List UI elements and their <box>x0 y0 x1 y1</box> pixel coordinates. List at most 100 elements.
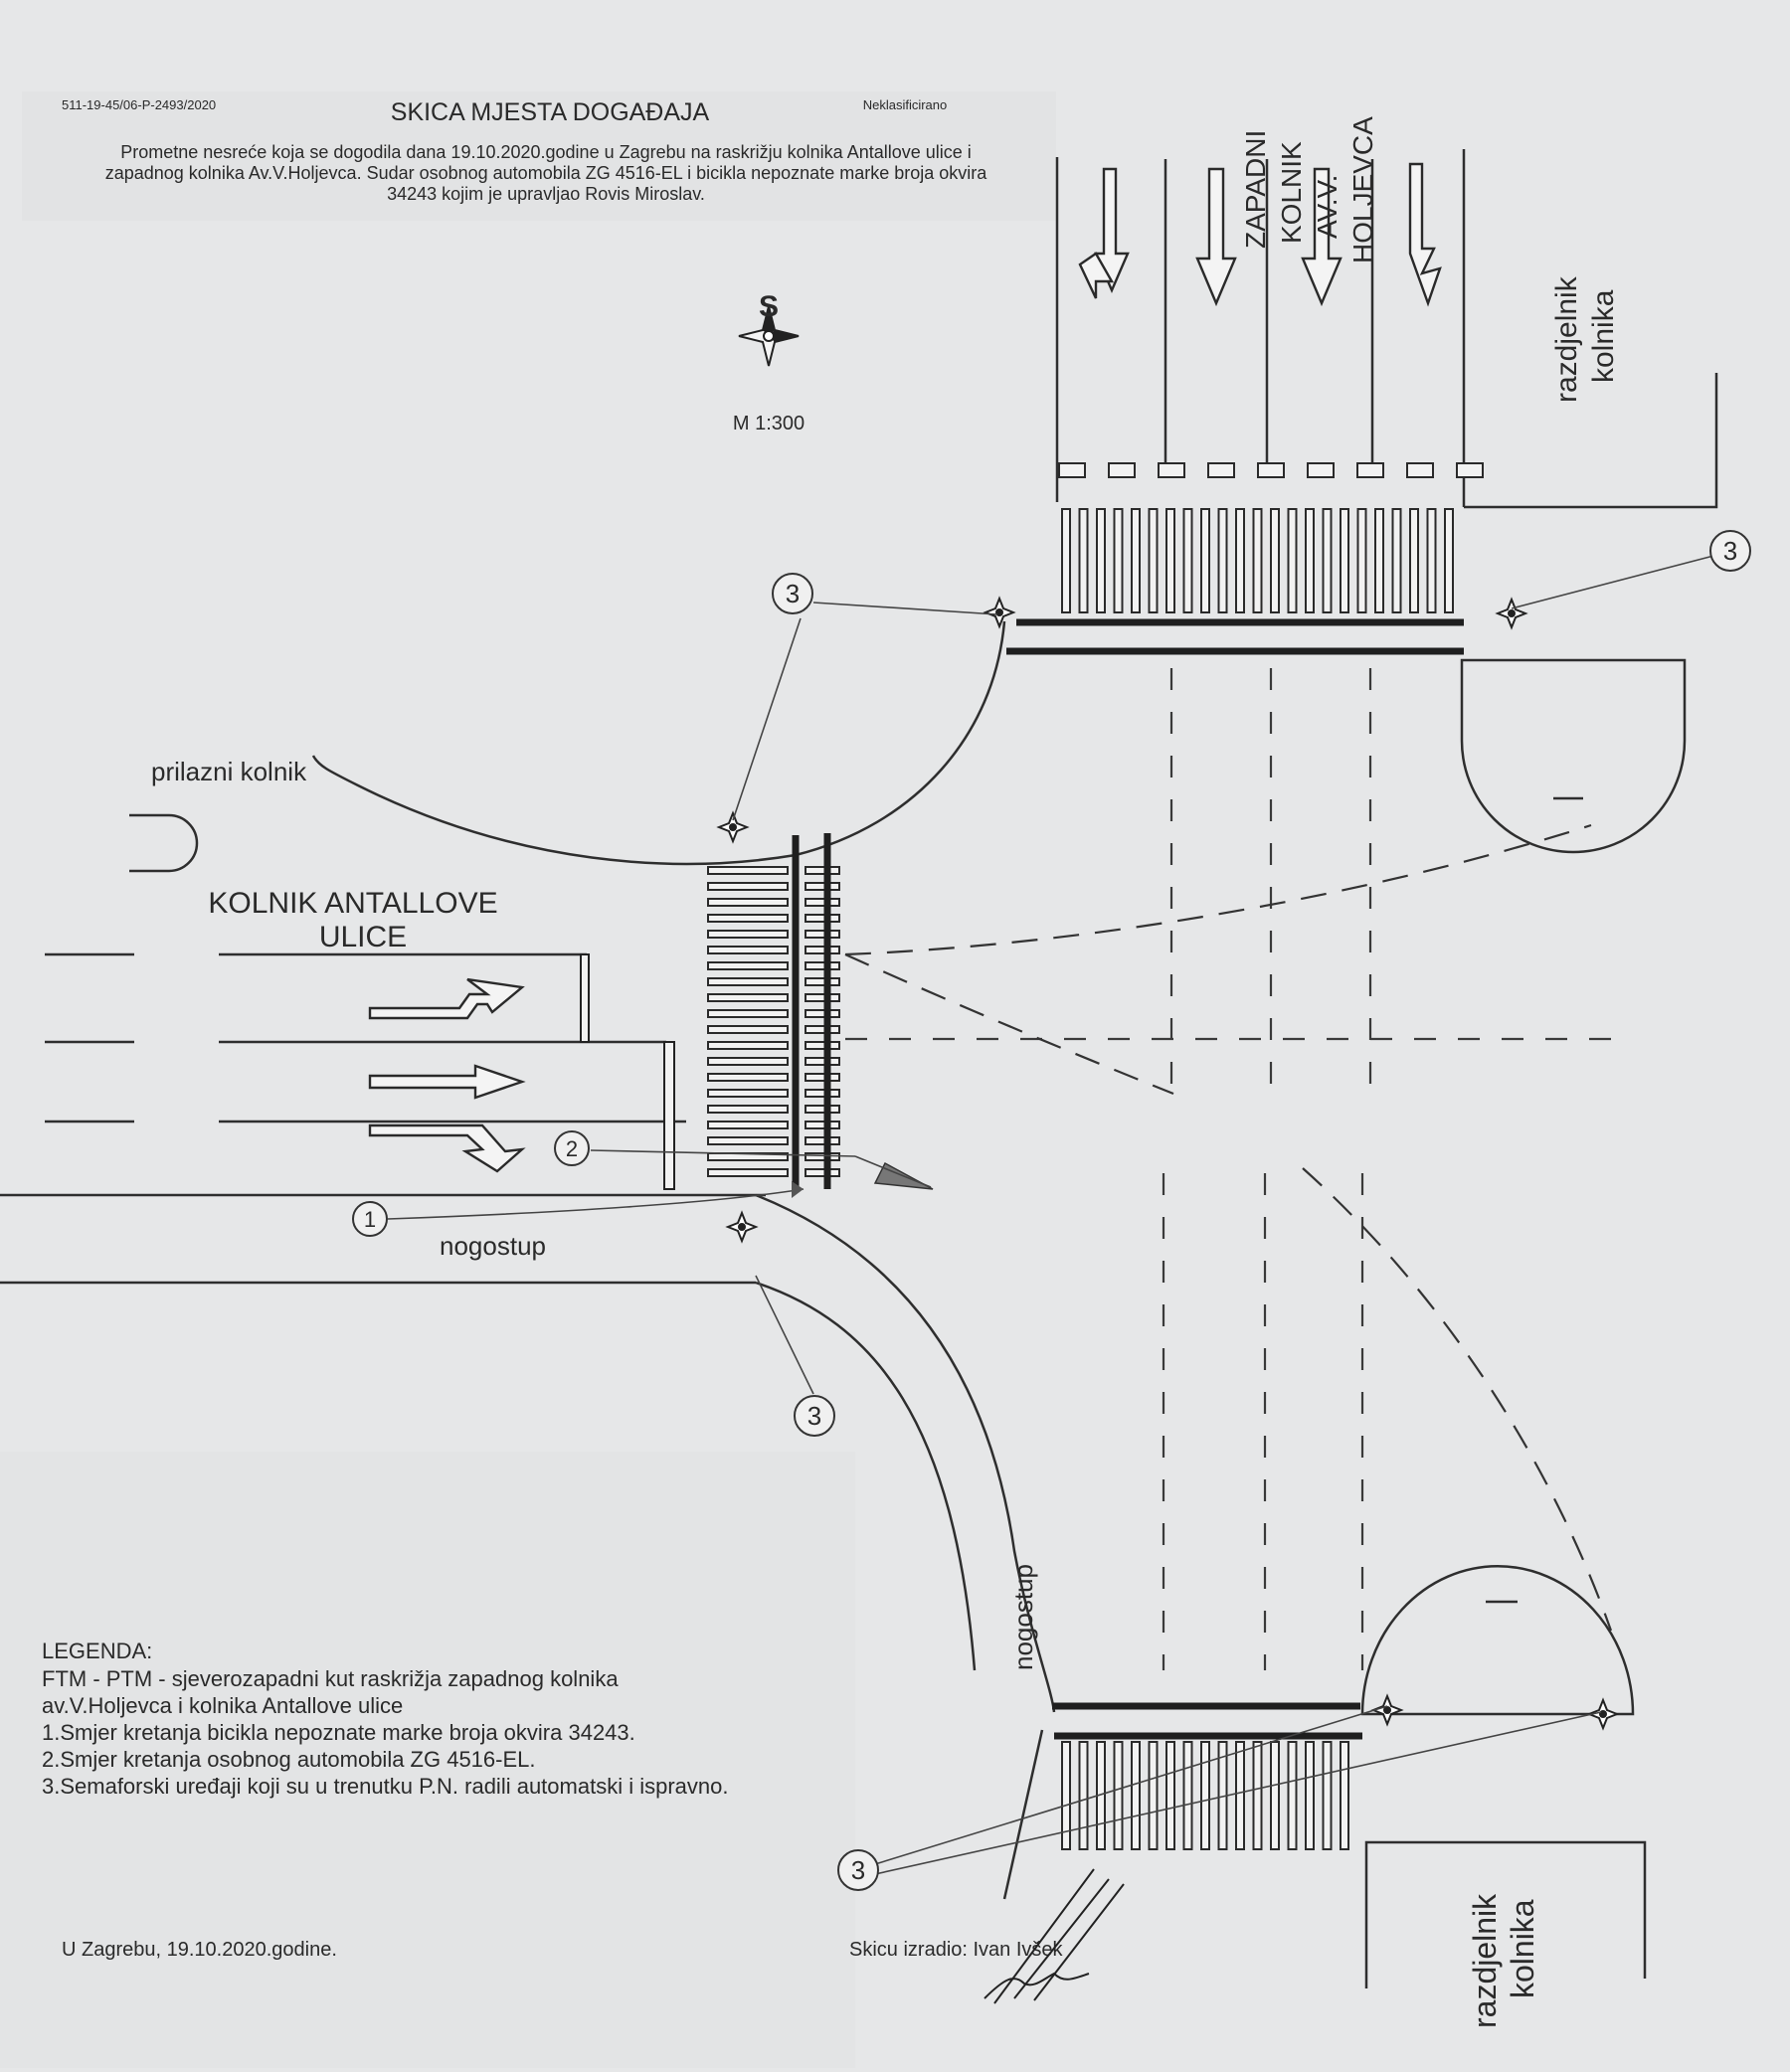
traffic-signals <box>716 596 1620 1731</box>
zebra-stripe <box>1131 508 1141 613</box>
zebra-stripe <box>707 1168 789 1177</box>
zebra-stripe <box>1113 1741 1124 1850</box>
traffic-signal-icon <box>1370 1693 1404 1727</box>
zebra-stripe <box>707 961 789 970</box>
north-road-name: ZAPADNI KOLNIK AV.V. HOLJEVCA <box>1240 116 1378 263</box>
legend-band <box>0 1452 855 2068</box>
corner-curb-northwest <box>311 620 1006 866</box>
zebra-stripe <box>805 866 840 875</box>
west-road-name-1: KOLNIK ANTALLOVE <box>208 887 497 920</box>
zebra-stripe <box>707 1121 789 1129</box>
zebra-stripe <box>1287 1741 1298 1850</box>
zebra-stripe <box>805 1168 840 1177</box>
zebra-stripe <box>707 898 789 907</box>
reference-number: 511-19-45/06-P-2493/2020 <box>62 97 216 112</box>
zebra-stripe <box>805 977 840 986</box>
zebra-stripe <box>1200 508 1210 613</box>
legend: LEGENDA: FTM - PTM - sjeverozapadni kut … <box>42 1639 728 1799</box>
signature-scribble <box>984 1868 1125 2004</box>
median-bottom-right <box>1364 1840 1647 1988</box>
classification-mark: Neklasificirano <box>863 97 948 112</box>
zebra-stripe <box>805 1089 840 1098</box>
signal-center <box>995 608 1003 616</box>
lane-arrow-left-turn <box>1078 167 1130 299</box>
marker-3-south: 3 <box>837 1849 879 1891</box>
marker-3-northeast: 3 <box>1709 530 1751 572</box>
scale-label: M 1:300 <box>733 413 805 434</box>
zebra-stripe <box>1356 508 1367 613</box>
signal-center <box>1383 1706 1391 1714</box>
zebra-stripe <box>707 1025 789 1034</box>
median-top-right <box>1464 373 1718 509</box>
zebra-stripe <box>805 1009 840 1018</box>
signal-center <box>1599 1710 1607 1718</box>
sidewalk-curb-southwest <box>755 1281 977 1671</box>
west-road <box>0 952 766 1285</box>
signal-center <box>1508 609 1516 617</box>
zebra-stripe <box>805 1025 840 1034</box>
zebra-stripe <box>1131 1741 1141 1850</box>
zebra-stripe <box>805 1105 840 1114</box>
traffic-signal-icon <box>1495 597 1528 630</box>
marker-3-northwest: 3 <box>772 573 813 614</box>
west-road-name-2: ULICE <box>319 921 407 953</box>
stop-box <box>1058 462 1086 478</box>
zebra-stripe <box>805 1041 840 1050</box>
zebra-stripe <box>707 977 789 986</box>
zebra-stripe <box>707 1057 789 1066</box>
zebra-stripe <box>1305 508 1315 613</box>
access-road-end <box>129 813 199 873</box>
lane-arrow-straight-2 <box>1301 167 1342 307</box>
zebra-stripe <box>1270 1741 1280 1850</box>
curb-southwest-lower <box>1002 1729 1044 1900</box>
zebra-stripe <box>707 930 789 939</box>
zebra-stripe <box>1113 508 1124 613</box>
zebra-stripe <box>1096 508 1106 613</box>
compass-icon <box>738 305 800 367</box>
zebra-crossing-west <box>707 866 840 1177</box>
marker-1-label: 1 <box>364 1207 376 1232</box>
lane-stop-boxes <box>1058 462 1484 478</box>
signal-center <box>729 823 737 831</box>
marker-3-south-label: 3 <box>851 1855 865 1885</box>
header-band <box>22 91 1056 221</box>
stop-box <box>1257 462 1285 478</box>
zebra-stripe <box>1165 508 1175 613</box>
zebra-stripe <box>805 914 840 923</box>
stop-box <box>1158 462 1185 478</box>
road-name-holjevca: HOLJEVCA <box>1347 116 1378 263</box>
zebra-stripe <box>805 961 840 970</box>
zebra-stripe <box>707 1073 789 1082</box>
zebra-stripe <box>1061 508 1071 613</box>
author-line: Skicu izradio: Ivan Ivšek <box>849 1939 1064 1961</box>
road-name-zapadni: ZAPADNI <box>1240 130 1271 249</box>
legend-line-2: av.V.Holjevca i kolnika Antallove ulice <box>42 1693 403 1718</box>
zebra-stripe <box>1078 508 1089 613</box>
zebra-stripe <box>1252 1741 1263 1850</box>
zebra-stripe <box>1270 508 1280 613</box>
zebra-stripe <box>805 1121 840 1129</box>
zebra-stripe <box>1235 508 1245 613</box>
stop-box <box>1307 462 1335 478</box>
median-label-top-1: razdjelnik <box>1550 275 1583 403</box>
marker-3-northeast-label: 3 <box>1723 536 1737 566</box>
zebra-stripe <box>805 1136 840 1145</box>
signal-center <box>738 1223 746 1231</box>
marker-2-label: 2 <box>566 1136 578 1161</box>
median-label-bottom-2: kolnika <box>1505 1899 1540 1998</box>
zebra-stripe <box>1426 508 1437 613</box>
zebra-stripe <box>1235 1741 1245 1850</box>
zebra-stripe <box>805 898 840 907</box>
legend-line-4: 2.Smjer kretanja osobnog automobila ZG 4… <box>42 1747 536 1772</box>
legend-line-3: 1.Smjer kretanja bicikla nepoznate marke… <box>42 1720 635 1745</box>
zebra-stripe <box>805 1057 840 1066</box>
zebra-stripe <box>707 1009 789 1018</box>
zebra-stripe <box>1252 508 1263 613</box>
legend-line-1: FTM - PTM - sjeverozapadni kut raskrižja… <box>42 1666 619 1691</box>
zebra-crossing-north <box>1061 508 1454 613</box>
road-name-avv: AV.V. <box>1312 175 1342 239</box>
legend-title: LEGENDA: <box>42 1639 152 1663</box>
road-name-kolnik: KOLNIK <box>1276 141 1307 244</box>
zebra-stripe <box>707 882 789 891</box>
intersection-guide-lines <box>844 668 1621 1670</box>
